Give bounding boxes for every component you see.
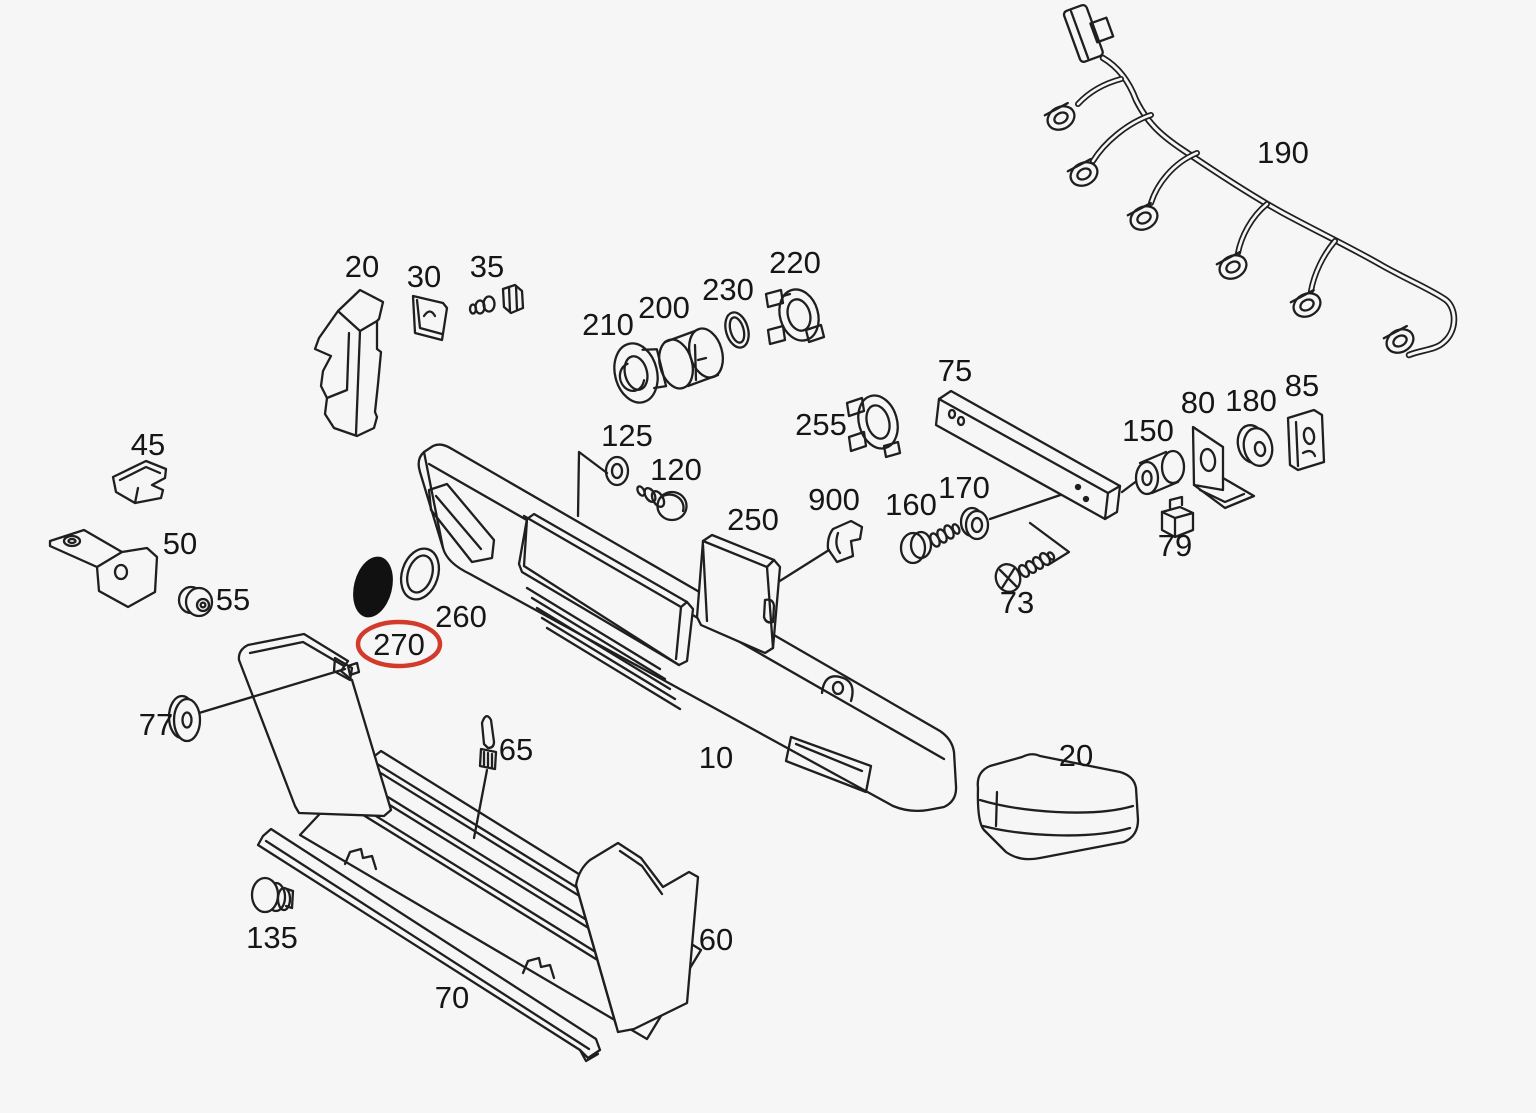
part-label-20-right: 20 <box>1059 738 1093 773</box>
end-cap-right-drawing <box>976 753 1140 861</box>
bolt-120-drawing <box>636 485 688 522</box>
part-label-260: 260 <box>435 599 487 634</box>
screw-73-drawing <box>994 551 1056 593</box>
module-250-drawing <box>695 533 782 655</box>
part-label-85: 85 <box>1285 368 1319 403</box>
part-label-210: 210 <box>582 307 634 342</box>
clip-65-drawing <box>472 715 498 840</box>
part-label-170: 170 <box>938 470 990 505</box>
part-label-10: 10 <box>699 740 733 775</box>
part-label-60: 60 <box>699 922 733 957</box>
part-label-35: 35 <box>470 249 504 284</box>
part-label-45: 45 <box>131 427 165 462</box>
angle-bracket-80-drawing <box>1191 425 1256 510</box>
part-label-70: 70 <box>435 980 469 1015</box>
part-label-250: 250 <box>727 502 779 537</box>
sensor-holder-255-drawing <box>845 394 902 459</box>
screw-35-drawing <box>468 283 525 315</box>
ring-260-drawing <box>399 547 441 601</box>
spring-clip-85-drawing <box>1286 408 1326 472</box>
fog-recess-right <box>784 735 873 794</box>
harness-connector-icon <box>1043 101 1415 354</box>
plug-135-drawing <box>250 876 295 914</box>
part-label-30: 30 <box>407 259 441 294</box>
part-label-190: 190 <box>1257 135 1309 170</box>
clip-nut-79-drawing <box>1160 495 1195 539</box>
fog-recess-left <box>427 482 496 564</box>
grommet-55-drawing <box>177 585 214 618</box>
part-label-270-circled: 270 <box>373 627 425 662</box>
wiring-harness-drawing <box>1043 3 1458 359</box>
sensor-bezel-210-drawing <box>613 342 668 404</box>
part-label-73: 73 <box>1000 585 1034 620</box>
part-label-80: 80 <box>1181 385 1215 420</box>
o-ring-230-drawing <box>724 311 750 349</box>
part-label-50: 50 <box>163 526 197 561</box>
part-label-180: 180 <box>1225 383 1277 418</box>
side-panel-60-drawing <box>574 841 700 1034</box>
part-label-120: 120 <box>650 452 702 487</box>
part-label-150: 150 <box>1122 413 1174 448</box>
part-label-160: 160 <box>885 487 937 522</box>
part-label-125: 125 <box>601 418 653 453</box>
washer-125-drawing <box>576 450 630 518</box>
bolt-160-drawing <box>899 523 961 565</box>
part-label-230: 230 <box>702 272 754 307</box>
part-label-75: 75 <box>938 353 972 388</box>
grille-slats <box>525 586 682 711</box>
side-panel-left-drawing <box>237 632 393 818</box>
washer-77-drawing <box>167 667 347 743</box>
end-cap-left-drawing <box>313 288 385 438</box>
trim-strip-70-drawing <box>256 827 602 1063</box>
red-highlight-ellipse <box>355 619 443 669</box>
washer-170-drawing <box>959 506 990 541</box>
clip-900-drawing <box>826 519 864 564</box>
part-label-220: 220 <box>769 245 821 280</box>
mounting-bar-75-drawing <box>934 389 1122 521</box>
bumper-drawing <box>417 443 958 813</box>
part-label-900: 900 <box>808 482 860 517</box>
part-label-65: 65 <box>499 732 533 767</box>
part-label-77: 77 <box>139 707 173 742</box>
part-label-200: 200 <box>638 290 690 325</box>
clip-45-drawing <box>111 459 168 505</box>
bracket-30-drawing <box>411 294 449 342</box>
part-label-255: 255 <box>795 407 847 442</box>
tow-hook-eye <box>820 675 854 703</box>
cover-cap-270-drawing <box>353 556 393 618</box>
part-label-55: 55 <box>216 582 250 617</box>
part-label-20-left: 20 <box>345 249 379 284</box>
part-labels: 20 30 35 210 200 230 220 255 75 80 180 8… <box>131 135 1319 1015</box>
grommet-180-drawing <box>1236 424 1274 467</box>
sensor-200-drawing <box>657 327 725 390</box>
license-plate-panel <box>517 512 695 667</box>
sensor-holder-220-drawing <box>764 288 826 346</box>
spacer-150-drawing <box>1134 449 1186 496</box>
part-label-79: 79 <box>1158 528 1192 563</box>
bracket-50-drawing <box>48 528 159 609</box>
part-label-135: 135 <box>246 920 298 955</box>
